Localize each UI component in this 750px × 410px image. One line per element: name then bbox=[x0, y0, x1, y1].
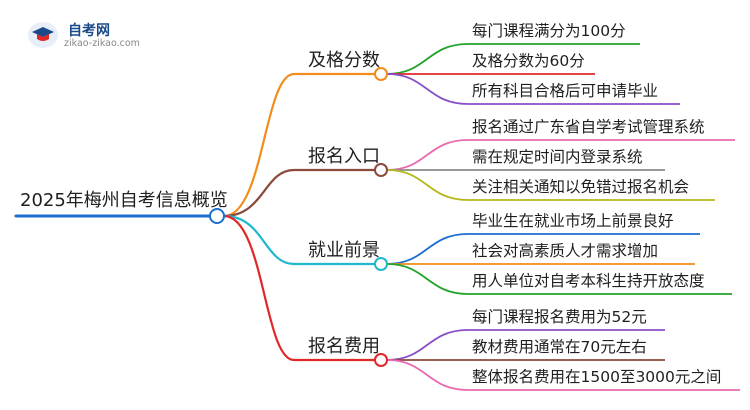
branch-topic-3[interactable]: 就业前景 bbox=[308, 240, 380, 261]
root-topic[interactable]: 2025年梅州自考信息概览 bbox=[20, 190, 228, 211]
leaf-topic-3-1[interactable]: 毕业生在就业市场上前景良好 bbox=[472, 212, 674, 230]
leaf-connector-4-3 bbox=[386, 359, 469, 391]
logo-title: 自考网 bbox=[68, 23, 110, 39]
leaf-topic-1-3[interactable]: 所有科目合格后可申请毕业 bbox=[472, 82, 659, 100]
branch-topic-1[interactable]: 及格分数 bbox=[308, 50, 380, 71]
branch-connector-2 bbox=[223, 168, 306, 218]
branch-connector-3 bbox=[223, 214, 306, 266]
leaf-topic-1-2[interactable]: 及格分数为60分 bbox=[472, 52, 585, 70]
leaf-connector-1-3 bbox=[386, 73, 469, 105]
site-logo[interactable]: 自考网 zikao-zikao.com bbox=[28, 18, 168, 52]
leaf-topic-2-1[interactable]: 报名通过广东省自学考试管理系统 bbox=[472, 118, 705, 136]
leaf-topic-4-1[interactable]: 每门课程报名费用为52元 bbox=[472, 308, 647, 326]
leaf-connector-2-3 bbox=[386, 169, 469, 201]
leaf-topic-4-2[interactable]: 教材费用通常在70元左右 bbox=[472, 338, 647, 356]
leaf-topic-2-3[interactable]: 关注相关通知以免错过报名机会 bbox=[472, 178, 690, 196]
logo-url: zikao-zikao.com bbox=[64, 38, 140, 49]
leaf-topic-3-3[interactable]: 用人单位对自考本科生持开放态度 bbox=[472, 272, 705, 290]
branch-node-4 bbox=[374, 353, 388, 367]
leaf-connector-2-1 bbox=[386, 139, 469, 171]
leaf-connector-3-1 bbox=[386, 233, 469, 265]
leaf-topic-4-3[interactable]: 整体报名费用在1500至3000元之间 bbox=[472, 368, 722, 386]
leaf-connector-4-1 bbox=[386, 329, 469, 361]
leaf-topic-2-2[interactable]: 需在规定时间内登录系统 bbox=[472, 148, 643, 166]
branch-node-2 bbox=[374, 163, 388, 177]
branch-connector-4 bbox=[223, 214, 306, 362]
branch-topic-4[interactable]: 报名费用 bbox=[308, 336, 380, 357]
branch-topic-2[interactable]: 报名入口 bbox=[308, 146, 380, 167]
leaf-connector-3-3 bbox=[386, 263, 469, 295]
leaf-topic-1-1[interactable]: 每门课程满分为100分 bbox=[472, 22, 626, 40]
branch-node-1 bbox=[374, 67, 388, 81]
branch-connector-1 bbox=[223, 72, 306, 218]
graduation-cap-icon bbox=[28, 22, 58, 48]
branch-node-3 bbox=[374, 257, 388, 271]
root-node bbox=[209, 208, 225, 224]
leaf-connector-1-1 bbox=[386, 43, 469, 75]
leaf-topic-3-2[interactable]: 社会对高素质人才需求增加 bbox=[472, 242, 659, 260]
